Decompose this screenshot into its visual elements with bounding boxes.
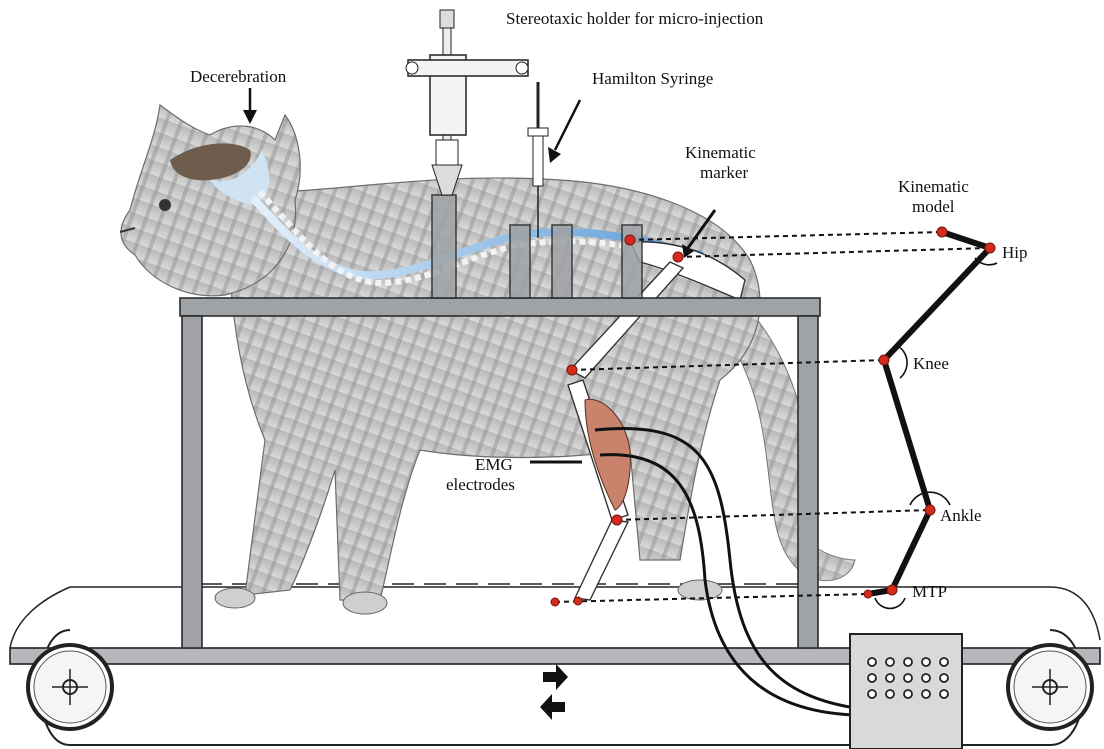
arrow-left-icon [540, 694, 565, 720]
marker-toe [551, 598, 559, 606]
kinematic-model [868, 232, 997, 608]
spine-clamp-1 [432, 195, 456, 298]
model-marker-ankle [925, 505, 935, 515]
cat-paw-front-left [215, 588, 255, 608]
cat-tail [735, 300, 855, 581]
frame-top [180, 298, 820, 316]
rear-roller [1008, 645, 1092, 729]
model-marker-knee [879, 355, 889, 365]
model-marker-hip [985, 243, 995, 253]
cat-head [121, 105, 300, 296]
label-stereotaxic: Stereotaxic holder for micro-injection [506, 9, 764, 28]
arrow-right-icon [543, 664, 568, 690]
spine-clamp-2 [510, 225, 530, 298]
label-mtp: MTP [912, 582, 947, 601]
label-decerebration: Decerebration [190, 67, 287, 86]
label-hip: Hip [1002, 243, 1028, 262]
model-marker-mtp [887, 585, 897, 595]
label-kinematic-marker-line2: marker [700, 163, 748, 182]
label-kinematic-model-line1: Kinematic [898, 177, 969, 196]
marker-ankle [612, 515, 622, 525]
frame-leg-right [798, 316, 818, 648]
metatarsals [575, 520, 628, 600]
stereotaxic-holder [406, 10, 528, 195]
label-knee: Knee [913, 354, 949, 373]
cat-paw-hind-right [678, 580, 722, 600]
marker-iliac-crest [625, 235, 635, 245]
model-marker-crest [937, 227, 947, 237]
label-kinematic-marker-line1: Kinematic [685, 143, 756, 162]
marker-mtp [574, 597, 582, 605]
label-hamilton-syringe: Hamilton Syringe [592, 69, 713, 88]
label-ankle: Ankle [940, 506, 982, 525]
label-emg-line1: EMG [475, 455, 513, 474]
marker-hip [673, 252, 683, 262]
cat-paw-front-right [343, 592, 387, 614]
label-emg-line2: electrodes [446, 475, 515, 494]
spine-clamp-3 [552, 225, 572, 298]
frame-leg-left [182, 316, 202, 648]
model-marker-toe [864, 590, 872, 598]
connector-box [850, 634, 962, 749]
front-roller [28, 645, 112, 729]
label-kinematic-model-line2: model [912, 197, 955, 216]
marker-knee [567, 365, 577, 375]
